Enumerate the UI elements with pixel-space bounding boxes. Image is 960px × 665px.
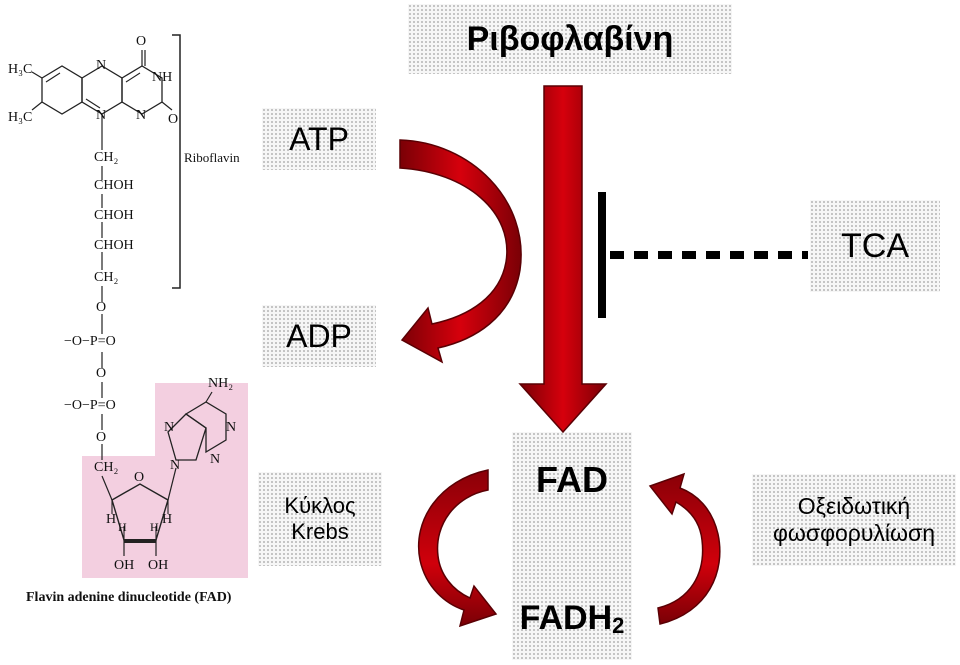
fad-fadh2-box [512,432,632,660]
h1-label: H [106,512,117,527]
phosphate-1-label: −O−P=O [64,334,116,349]
ribose-highlight [82,456,248,578]
oxphos-label: Οξειδωτική φωσφορυλίωση [752,474,956,566]
choh-2-label: CHOH [94,208,134,223]
h4-label: H [150,520,159,534]
main-down-arrow [518,85,608,434]
tca-label: TCA [841,226,909,265]
adenine-n4-label: N [210,452,221,467]
nitrogen-3-label: N [96,108,107,123]
oxygen-link-2-label: O [96,366,107,381]
nitrogen-2-label: N [136,108,147,123]
krebs-box [258,472,382,566]
oh2-label: OH [148,558,169,573]
riboflavin-box [408,4,732,74]
atp-adp-curved-arrow [399,139,522,364]
ch2-a-label: CH₂ [94,150,119,165]
adp-box [262,305,376,367]
oxygen-right-label: O [168,112,179,127]
adenine-n1-label: N [164,420,175,435]
oxygen-link-1-label: O [96,300,107,315]
h3-label: H [118,520,127,534]
oxygen-link-3-label: O [96,430,107,445]
krebs-curved-arrow [417,469,498,628]
ch2-b-label: CH₂ [94,270,119,285]
atp-box [262,108,376,170]
choh-3-label: CHOH [94,238,134,253]
choh-1-label: CHOH [94,178,134,193]
adenine-n3-label: N [170,458,181,473]
krebs-line-2: Krebs [291,519,349,544]
oxphos-box [752,474,956,566]
h2-label: H [162,512,173,527]
fadh2-subscript: 2 [612,613,625,638]
fad-label: FAD [536,459,608,500]
atp-label: ATP [289,120,349,157]
bracket-label: Riboflavin [184,150,240,165]
adp-label: ADP [286,317,352,354]
methyl-bottom-label: H₃C [8,110,33,125]
riboflavin-label: Ριβοφλαβίνη [466,19,674,58]
oxphos-line-2: φωσφορυλίωση [773,520,935,546]
tca-box [810,200,940,292]
oxphos-curved-arrow [648,472,721,625]
methyl-top-label: H₃C [8,62,33,77]
nitrogen-1-label: N [96,58,107,73]
structure-caption: Flavin adenine dinucleotide (FAD) [26,590,232,605]
phosphate-2-label: −O−P=O [64,398,116,413]
ring-oxygen-label: O [134,470,145,485]
oh1-label: OH [114,558,135,573]
fadh2-base: FADH [519,598,613,637]
oxphos-line-1: Οξειδωτική [797,493,911,519]
nh-label: NH [152,70,173,85]
krebs-line-1: Κύκλος [284,493,356,518]
oxygen-top-label: O [136,34,147,49]
nh2-label: NH₂ [208,376,234,391]
ch2-c-label: CH₂ [94,460,119,475]
adenine-n2-label: N [226,420,237,435]
krebs-label: Κύκλος Krebs [258,472,382,566]
